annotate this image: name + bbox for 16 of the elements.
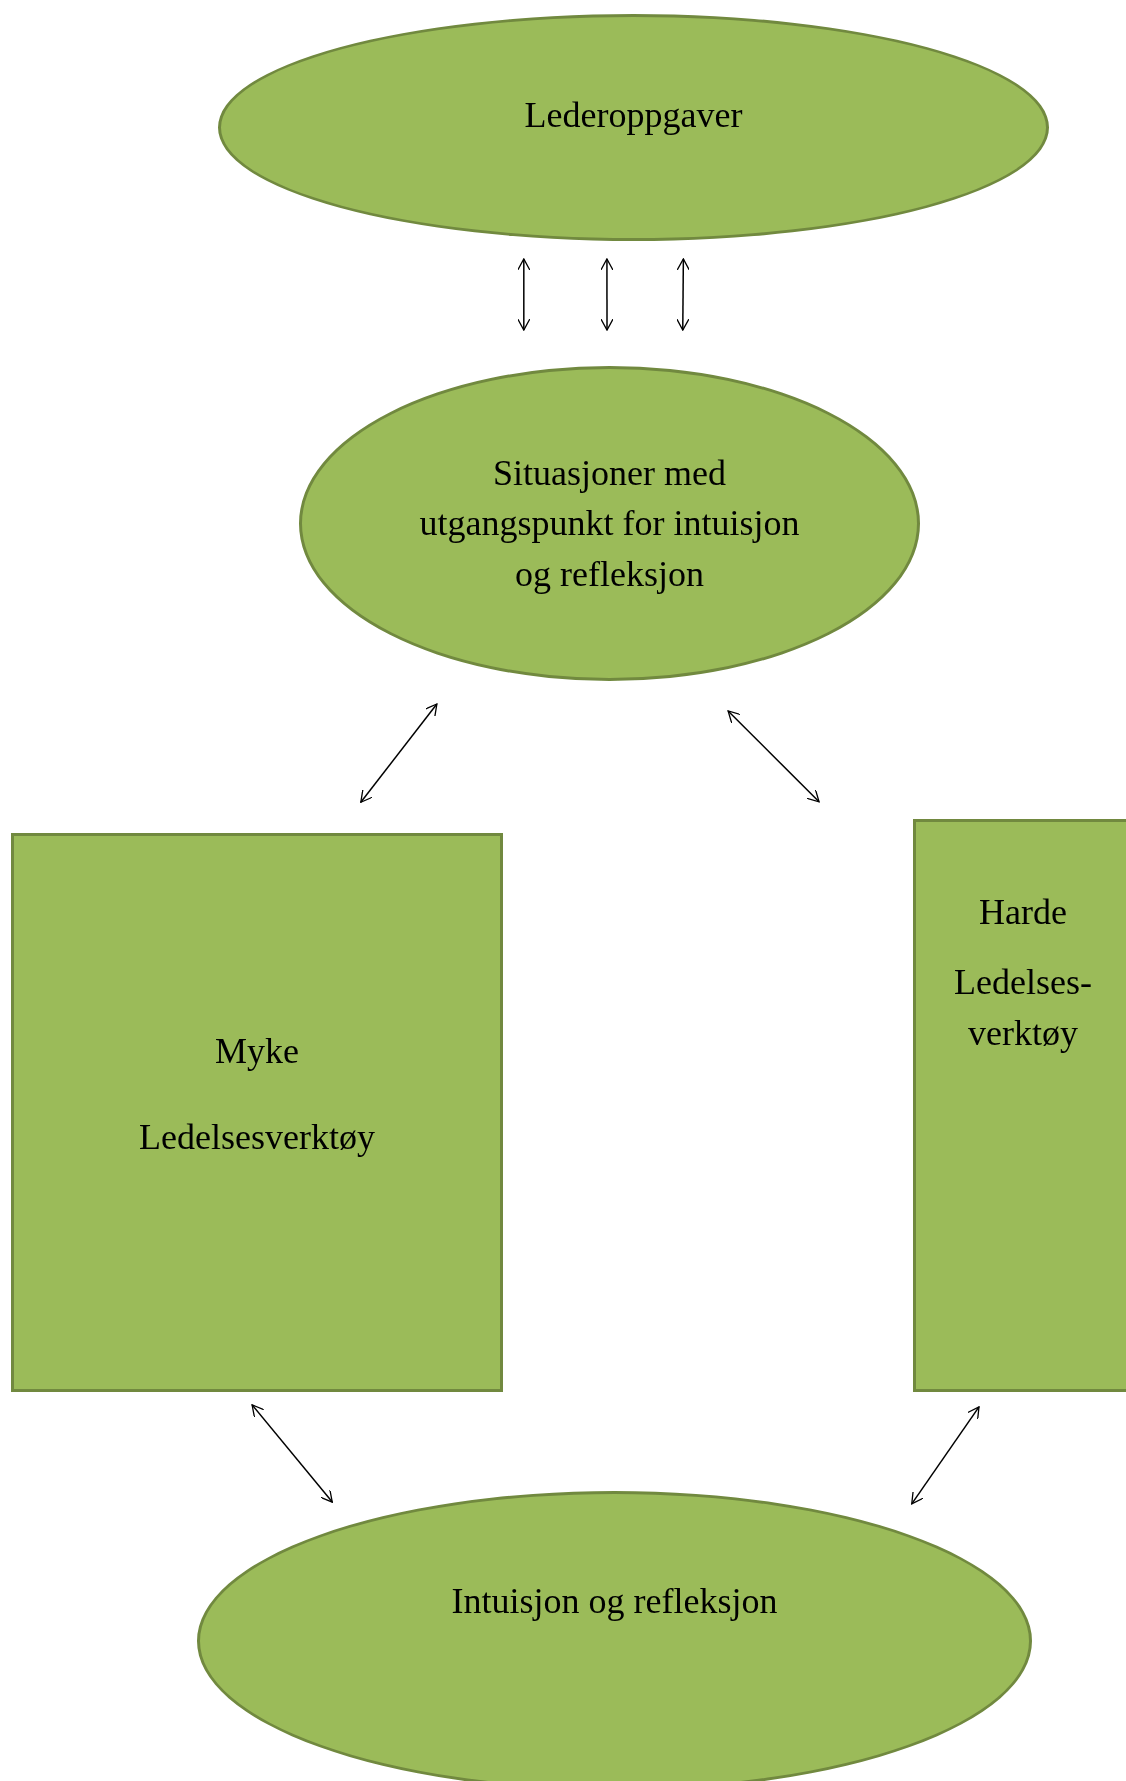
- double-arrow: [251, 1404, 333, 1503]
- double-arrow: [727, 710, 820, 803]
- rectangle-node: [11, 833, 503, 1392]
- node-text: Lederoppgaver: [524, 94, 743, 138]
- node-text: Myke: [215, 1030, 299, 1073]
- double-arrow: [517, 258, 531, 331]
- rectangle-node: [913, 819, 1126, 1392]
- node-text: Ledelsesverktøy: [139, 1116, 375, 1160]
- double-arrow: [360, 703, 438, 803]
- node-text: Ledelses- verktøy: [953, 961, 1093, 1055]
- node-text: Situasjoner med utgangspunkt for intuisjon og refleksjon: [418, 451, 801, 596]
- node-text: Harde: [979, 891, 1067, 934]
- double-arrow: [911, 1406, 980, 1505]
- node-text: Intuisjon og refleksjon: [451, 1579, 778, 1623]
- double-arrow: [600, 258, 614, 331]
- double-arrow: [676, 258, 690, 331]
